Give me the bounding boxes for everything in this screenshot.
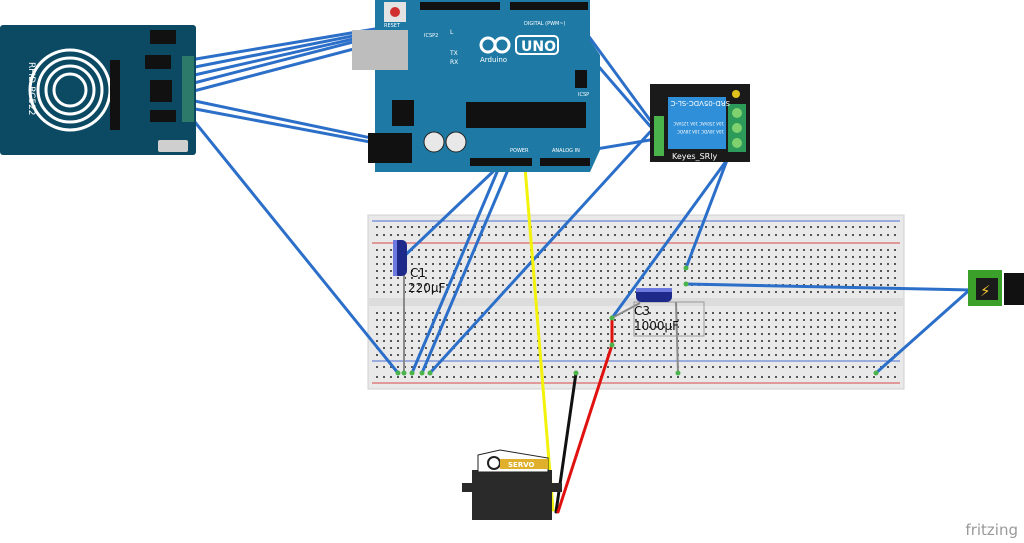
icsp2-label: ICSP2: [424, 33, 438, 39]
capacitor-c1-value: 220µF: [408, 281, 446, 295]
digital-label: DIGITAL (PWM~): [524, 21, 566, 27]
uno-label: UNO: [521, 39, 556, 55]
rfid-module: RFID-RC522: [0, 25, 196, 155]
usb-port: [352, 30, 408, 70]
rx-label: RX: [450, 59, 458, 66]
reset-label: RESET: [384, 23, 401, 29]
power-barrel-jack: [368, 133, 412, 163]
atmega-chip: [466, 102, 586, 128]
relay-model-label: SRD-05VDC-SL-C: [671, 99, 730, 107]
breadboard-holes: [376, 226, 896, 378]
capacitor-c3-value: 1000µF: [634, 319, 679, 333]
digital-header-right: [510, 2, 588, 10]
relay-coil: [668, 97, 726, 149]
rfid-label: RFID-RC522: [26, 62, 36, 116]
capacitor-c1: C1 220µF: [393, 240, 446, 295]
power-header: [470, 158, 532, 166]
capacitor-c3-name: C3: [634, 304, 650, 318]
rfid-antenna-icon: [28, 48, 112, 132]
arduino-label: Arduino: [480, 56, 507, 64]
servo-power-wire: [556, 343, 614, 514]
arduino-uno: RESET ICSP2 TX RX L UNO Arduino DIGITAL …: [352, 0, 600, 172]
digital-header-left: [420, 2, 500, 10]
l-label: L: [450, 29, 454, 36]
power-jack: ⚡: [968, 270, 1024, 306]
relay-rating-2: 10A 30VDC 10A 28VDC: [677, 129, 724, 134]
analog-label: ANALOG IN: [552, 148, 580, 154]
analog-header: [540, 158, 590, 166]
tx-label: TX: [449, 50, 458, 57]
servo-motor: SERVO: [462, 449, 562, 520]
relay-name-label: Keyes_SRly: [672, 152, 717, 161]
arduino-infinity-logo: [479, 36, 511, 54]
capacitor-c3: C3 1000µF: [634, 288, 679, 333]
servo-label: SERVO: [508, 461, 535, 469]
icsp-label: ICSP: [578, 92, 589, 98]
fritzing-watermark: fritzing: [965, 521, 1018, 539]
relay-terminals: [728, 104, 746, 152]
relay-module: SRD-05VDC-SL-C 10A 250VAC 10A 125VAC 10A…: [650, 84, 750, 162]
relay-rating-1: 10A 250VAC 10A 125VAC: [673, 121, 724, 126]
power-label: POWER: [510, 148, 529, 154]
power-jack-icon: ⚡: [980, 282, 991, 300]
capacitor-c1-name: C1: [410, 266, 426, 280]
component-leads: [403, 272, 705, 374]
